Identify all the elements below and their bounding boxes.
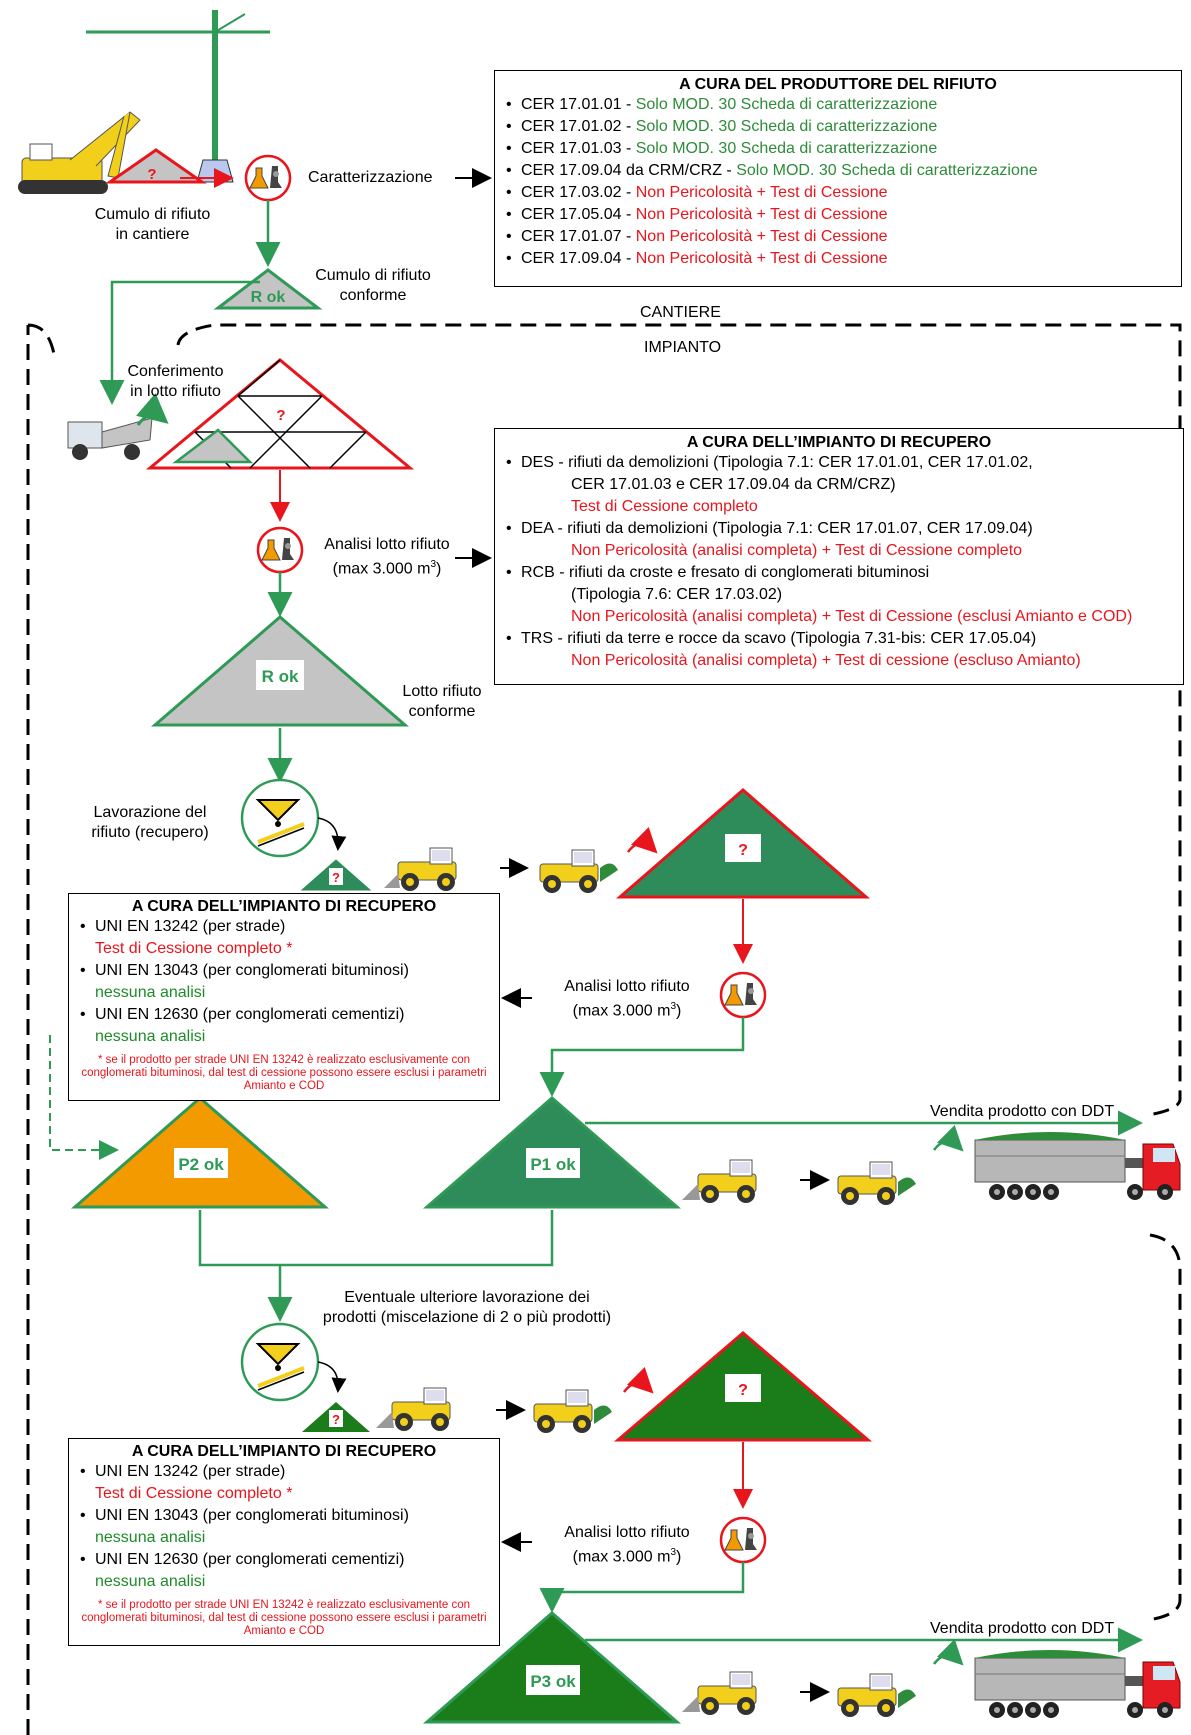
svg-text:R ok: R ok xyxy=(251,289,286,306)
cer-requirement: Non Pericolosità + Test di Cessione xyxy=(635,250,888,267)
producer-item: CER 17.01.01 - Solo MOD. 30 Scheda di ca… xyxy=(501,94,1175,116)
cer-requirement: Non Pericolosità + Test di Cessione xyxy=(635,206,888,223)
rotate-arrow-icon xyxy=(136,392,169,426)
product-box-footnote: * se il prodotto per strade UNI EN 13242… xyxy=(81,1599,487,1637)
screening-hopper-icon xyxy=(240,1322,320,1402)
excavator-icon xyxy=(18,111,141,194)
cer-requirement: Solo MOD. 30 Scheda di caratterizzazione xyxy=(736,162,1038,179)
wheel-loader-icon xyxy=(837,1161,897,1206)
producer-box-title: A CURA DEL PRODUTTORE DEL RIFIUTO xyxy=(679,76,997,93)
cer-requirement: Non Pericolosità + Test di Cessione xyxy=(635,228,888,245)
label-vendita-2: Vendita prodotto con DDT xyxy=(930,1620,1115,1637)
rotate-arrow-icon xyxy=(623,1367,654,1394)
plant-responsibility-box: A CURA DELL’IMPIANTO DI RECUPERO DES - r… xyxy=(494,428,1184,685)
cer-requirement: Solo MOD. 30 Scheda di caratterizzazione xyxy=(635,118,938,135)
rotate-arrow-icon xyxy=(627,827,658,854)
svg-text:P2 ok: P2 ok xyxy=(178,1155,224,1174)
label-analisi-lotto-1: Analisi lotto rifiuto (max 3.000 m3) xyxy=(324,536,450,578)
producer-item: CER 17.01.07 - Non Pericolosità + Test d… xyxy=(501,226,1175,248)
wheel-loader-icon xyxy=(539,849,599,894)
wheel-loader-icon xyxy=(697,1671,757,1716)
lab-flask-microscope-icon xyxy=(719,971,767,1019)
svg-text:P3 ok: P3 ok xyxy=(530,1672,576,1691)
plant-item-des: DES - rifiuti da demolizioni (Tipologia … xyxy=(501,452,1177,518)
wheel-loader-icon xyxy=(837,1673,897,1718)
dump-truck-icon xyxy=(974,1649,1181,1719)
rotate-arrow-icon xyxy=(933,1639,964,1666)
cer-code: CER 17.09.04 - xyxy=(521,250,636,267)
screening-hopper-icon xyxy=(240,778,320,858)
cer-code: CER 17.01.02 - xyxy=(521,118,636,135)
tipper-truck-icon xyxy=(67,417,153,460)
product-box-title: A CURA DELL’IMPIANTO DI RECUPERO xyxy=(131,898,437,915)
producer-item: CER 17.03.02 - Non Pericolosità + Test d… xyxy=(501,182,1175,204)
product-box-footnote: * se il prodotto per strade UNI EN 13242… xyxy=(81,1054,487,1092)
plant-item-trs: TRS - rifiuti da terre e rocce da scavo … xyxy=(501,628,1177,672)
cer-requirement: Solo MOD. 30 Scheda di caratterizzazione xyxy=(635,96,938,113)
svg-text:?: ? xyxy=(332,1412,340,1427)
cer-code: CER 17.03.02 - xyxy=(521,184,636,201)
product-box-title: A CURA DELL’IMPIANTO DI RECUPERO xyxy=(131,1443,437,1460)
label-cantiere: CANTIERE xyxy=(640,304,721,321)
producer-item: CER 17.01.02 - Solo MOD. 30 Scheda di ca… xyxy=(501,116,1175,138)
label-analisi-lotto-2: Analisi lotto rifiuto (max 3.000 m3) xyxy=(564,978,690,1020)
producer-item-list: CER 17.01.01 - Solo MOD. 30 Scheda di ca… xyxy=(501,94,1175,270)
cer-code: CER 17.01.03 - xyxy=(521,140,636,157)
svg-text:?: ? xyxy=(738,1382,748,1399)
cer-requirement: Solo MOD. 30 Scheda di caratterizzazione xyxy=(635,140,938,157)
conforming-pile-small xyxy=(213,268,323,310)
label-vendita-1: Vendita prodotto con DDT xyxy=(930,1103,1115,1120)
svg-text:P1 ok: P1 ok xyxy=(530,1155,576,1174)
rotate-arrow-icon xyxy=(933,1125,964,1152)
svg-text:?: ? xyxy=(738,842,748,859)
svg-text:R ok: R ok xyxy=(262,667,299,686)
wheel-loader-icon xyxy=(397,847,457,892)
svg-text:?: ? xyxy=(332,870,340,885)
product-standards-box-2: A CURA DELL’IMPIANTO DI RECUPERO UNI EN … xyxy=(68,1438,500,1646)
plant-box-title: A CURA DELL’IMPIANTO DI RECUPERO xyxy=(686,434,992,451)
product-standards-box-1: A CURA DELL’IMPIANTO DI RECUPERO UNI EN … xyxy=(68,893,500,1101)
svg-text:?: ? xyxy=(276,407,285,424)
producer-item: CER 17.05.04 - Non Pericolosità + Test d… xyxy=(501,204,1175,226)
lab-flask-microscope-icon xyxy=(719,1516,767,1564)
plant-item-rcb: RCB - rifiuti da croste e fresato di con… xyxy=(501,562,1177,628)
cer-requirement: Non Pericolosità + Test di Cessione xyxy=(635,184,888,201)
cer-code: CER 17.05.04 - xyxy=(521,206,636,223)
wheel-loader-icon xyxy=(533,1389,593,1434)
wheel-loader-icon xyxy=(697,1159,757,1204)
waste-pile-site xyxy=(105,148,207,184)
label-caratterizzazione: Caratterizzazione xyxy=(308,169,433,186)
producer-responsibility-box: A CURA DEL PRODUTTORE DEL RIFIUTO CER 17… xyxy=(494,70,1182,287)
producer-item: CER 17.09.04 - Non Pericolosità + Test d… xyxy=(501,248,1175,270)
waste-lot-grid-pile: ? xyxy=(145,358,415,470)
boundary-dashed-lines xyxy=(26,323,1182,1735)
plant-item-dea: DEA - rifiuti da demolizioni (Tipologia … xyxy=(501,518,1177,562)
dump-truck-icon xyxy=(974,1131,1181,1201)
wheel-loader-icon xyxy=(391,1387,451,1432)
producer-item: CER 17.01.03 - Solo MOD. 30 Scheda di ca… xyxy=(501,138,1175,160)
cer-code: CER 17.01.01 - xyxy=(521,96,636,113)
dashed-connector xyxy=(49,1035,119,1160)
cer-code: CER 17.01.07 - xyxy=(521,228,636,245)
label-analisi-lotto-3: Analisi lotto rifiuto (max 3.000 m3) xyxy=(564,1524,690,1566)
lab-flask-microscope-icon xyxy=(256,526,304,574)
producer-item: CER 17.09.04 da CRM/CRZ - Solo MOD. 30 S… xyxy=(501,160,1175,182)
cer-code: CER 17.09.04 da CRM/CRZ - xyxy=(521,162,737,179)
pile-question-mark: ? xyxy=(147,166,156,183)
label-impianto: IMPIANTO xyxy=(644,339,722,356)
lab-flask-microscope-icon xyxy=(244,154,292,202)
